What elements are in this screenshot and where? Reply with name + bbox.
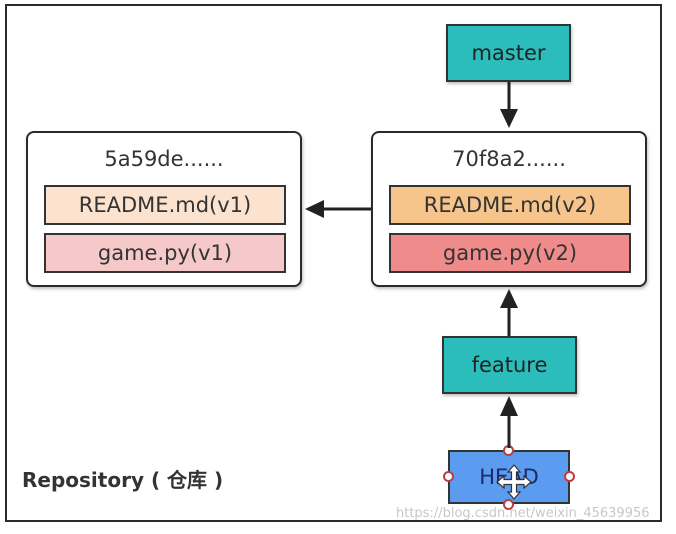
commit-id: 70f8a2...... <box>452 147 566 171</box>
arrow-head-to-feature <box>500 396 518 448</box>
branch-feature: feature <box>442 336 577 394</box>
commit-id: 5a59de...... <box>104 147 224 171</box>
arrow-master-to-commit <box>500 82 518 128</box>
arrow-feature-to-commit <box>500 289 518 336</box>
resize-handle-bottom[interactable] <box>503 499 514 510</box>
watermark: https://blog.csdn.net/weixin_45639956 <box>396 506 650 521</box>
head-pointer[interactable]: HEAD <box>448 450 570 504</box>
branch-master: master <box>446 24 571 82</box>
repository-label: Repository ( 仓库 ) <box>22 468 224 492</box>
commit-node-new: 70f8a2...... README.md(v2) game.py(v2) <box>371 131 647 287</box>
resize-handle-right[interactable] <box>564 471 575 482</box>
file-game-v1: game.py(v1) <box>44 233 286 273</box>
file-readme-v2: README.md(v2) <box>389 185 631 225</box>
commit-node-old: 5a59de...... README.md(v1) game.py(v1) <box>26 131 302 287</box>
file-readme-v1: README.md(v1) <box>44 185 286 225</box>
move-icon[interactable] <box>496 464 532 500</box>
arrow-parent-link <box>305 200 371 218</box>
resize-handle-left[interactable] <box>443 471 454 482</box>
file-game-v2: game.py(v2) <box>389 233 631 273</box>
